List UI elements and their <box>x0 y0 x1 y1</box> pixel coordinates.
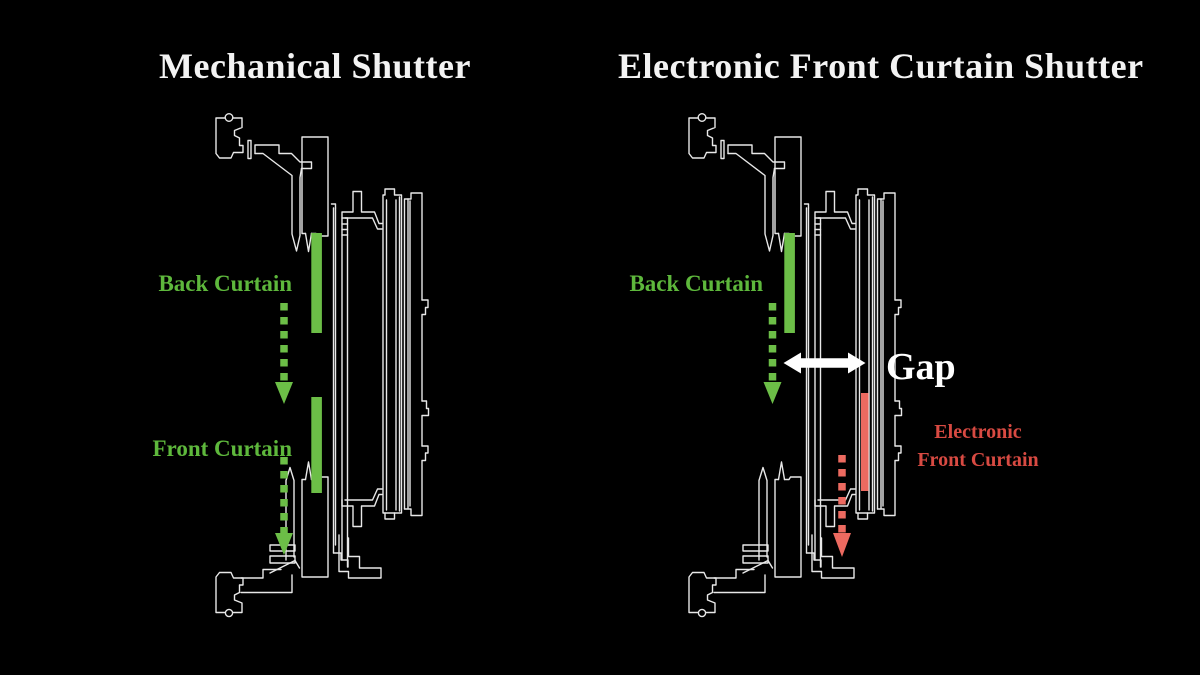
front-curtain-label: Front Curtain <box>152 436 293 461</box>
efc-motion-arrow <box>833 455 851 557</box>
back-curtain-label: Back Curtain <box>629 271 763 296</box>
efc-label-line1: Electronic <box>934 421 1022 443</box>
mechanical-shutter-panel: Mechanical Shutter Back Curtain Front Cu… <box>152 46 471 618</box>
back-curtain-bar <box>311 233 322 333</box>
front-curtain-motion-arrow <box>275 457 293 555</box>
efcs-title: Electronic Front Curtain Shutter <box>618 46 1144 86</box>
efc-label-line2: Front Curtain <box>917 449 1039 471</box>
back-curtain-label: Back Curtain <box>158 271 292 296</box>
gap-label: Gap <box>886 346 956 388</box>
efcs-drawing <box>688 112 903 618</box>
front-curtain-bar <box>311 397 322 493</box>
electronic-front-curtain-label: Electronic Front Curtain <box>888 418 1068 474</box>
back-curtain-motion-arrow <box>275 303 293 404</box>
back-curtain-motion-arrow <box>763 303 782 404</box>
mechanical-shutter-title: Mechanical Shutter <box>159 46 471 86</box>
efcs-panel: Electronic Front Curtain Shutter <box>600 0 1200 675</box>
electronic-front-curtain-bar <box>861 393 869 491</box>
shutter-mechanism-linework <box>215 112 430 618</box>
back-curtain-bar <box>784 233 795 333</box>
gap-arrow <box>783 352 866 374</box>
mechanical-shutter-drawing <box>215 112 430 618</box>
